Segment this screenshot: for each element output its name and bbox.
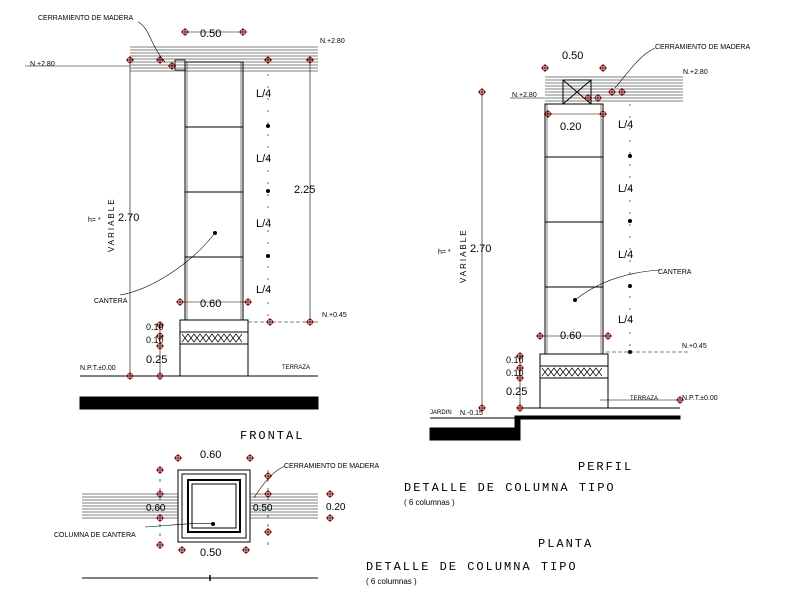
planta-columna-label: COLUMNA DE CANTERA	[54, 532, 136, 539]
perfil-dim-010-a: 0.10	[506, 355, 524, 365]
planta-view	[82, 465, 318, 581]
frontal-level-top-right: N.+2.80	[320, 38, 345, 45]
perfil-detail-sub: ( 6 columnas )	[404, 498, 455, 507]
frontal-base-width: 0.60	[200, 298, 221, 310]
frontal-height-225: 2.25	[294, 184, 315, 196]
frontal-level-top-left: N.+2.80	[30, 61, 55, 68]
frontal-view	[25, 21, 319, 410]
frontal-top-width: 0.50	[200, 28, 221, 40]
perfil-base-width: 0.60	[560, 330, 581, 342]
perfil-h-label: h= *	[438, 249, 451, 256]
perfil-variable-label: VARIABLE	[459, 228, 468, 283]
perfil-dim-025: 0.25	[506, 386, 527, 398]
planta-dim-020: 0.20	[326, 502, 346, 513]
perfil-level-045: N.+0.45	[682, 343, 707, 350]
perfil-base	[539, 353, 609, 409]
perfil-height-270: 2.70	[470, 243, 491, 255]
frontal-segment-4: L/4	[256, 284, 271, 296]
planta-detail-sub: ( 6 columnas )	[366, 577, 417, 586]
perfil-cerramiento-label: CERRAMIENTO DE MADERA	[655, 44, 750, 51]
perfil-top-width: 0.50	[562, 50, 583, 62]
perfil-segment-4: L/4	[618, 314, 633, 326]
frontal-segment-3: L/4	[256, 218, 271, 230]
perfil-level-jardin: N.-0.15	[460, 410, 483, 417]
frontal-base	[179, 319, 249, 377]
frontal-dim-010-b: 0.10	[146, 335, 164, 345]
frontal-h-label: h= *	[88, 217, 101, 224]
frontal-level-045: N.+0.45	[322, 312, 347, 319]
perfil-terraza-label: TERRAZA	[630, 396, 658, 402]
frontal-cerramiento-label: CERRAMIENTO DE MADERA	[38, 15, 133, 22]
perfil-title: PERFIL	[578, 460, 633, 474]
perfil-segment-3: L/4	[618, 249, 633, 261]
frontal-dim-010-a: 0.10	[146, 322, 164, 332]
perfil-level-top-right: N.+2.80	[683, 69, 708, 76]
frontal-column	[184, 61, 244, 321]
perfil-cap-width: 0.20	[560, 121, 581, 133]
planta-dim-050-mid: 0.50	[253, 503, 273, 514]
perfil-jardin-label: JARDIN	[430, 410, 452, 416]
planta-top-width: 0.60	[200, 449, 221, 461]
frontal-terraza-label: TERRAZA	[282, 365, 310, 371]
perfil-segment-1: L/4	[618, 119, 633, 131]
planta-dim-060: 0.60	[146, 503, 166, 514]
perfil-npt-label: N.P.T.±0.00	[682, 395, 718, 402]
frontal-height-270: 2.70	[118, 212, 139, 224]
frontal-beam	[130, 46, 318, 72]
frontal-dim-025: 0.25	[146, 354, 167, 366]
frontal-npt-label: N.P.T.±0.00	[80, 365, 116, 372]
frontal-title: FRONTAL	[240, 429, 304, 443]
perfil-view	[429, 47, 690, 441]
perfil-detail-title: DETALLE DE COLUMNA TIPO	[404, 481, 616, 495]
perfil-dim-010-b: 0.10	[506, 368, 524, 378]
frontal-segment-1: L/4	[256, 88, 271, 100]
perfil-beam	[545, 76, 683, 102]
frontal-segment-2: L/4	[256, 153, 271, 165]
perfil-level-top-left: N.+2.80	[512, 92, 537, 99]
frontal-cantera-label: CANTERA	[94, 298, 128, 305]
planta-bottom-width: 0.50	[200, 547, 221, 559]
planta-title: PLANTA	[538, 537, 593, 551]
frontal-floor-slab	[79, 396, 319, 410]
perfil-cantera-label: CANTERA	[658, 269, 692, 276]
frontal-variable-label: VARIABLE	[107, 197, 116, 252]
planta-cerramiento-label: CERRAMIENTO DE MADERA	[284, 463, 379, 470]
perfil-segment-2: L/4	[618, 183, 633, 195]
perfil-column	[544, 103, 604, 355]
planta-detail-title: DETALLE DE COLUMNA TIPO	[366, 560, 578, 574]
